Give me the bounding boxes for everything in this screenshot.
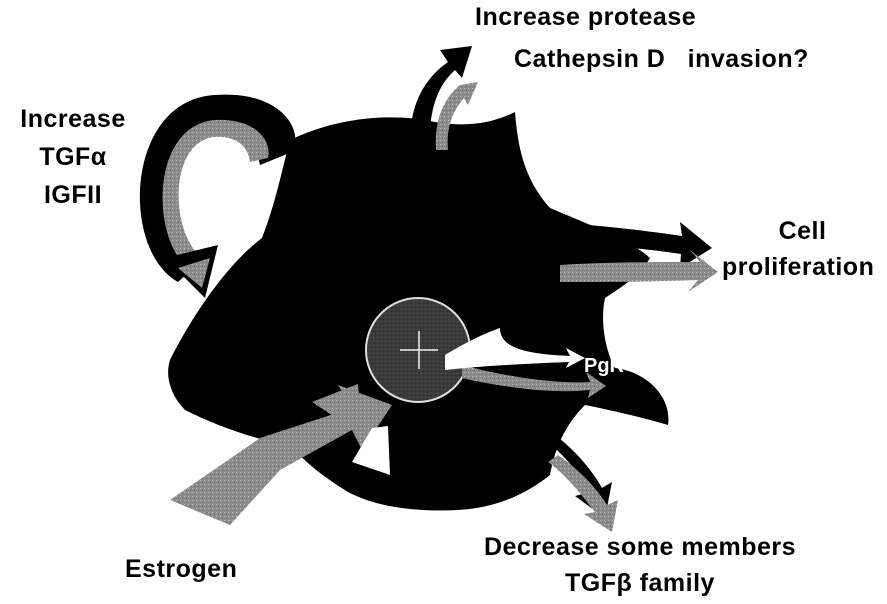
pgr-label: PgR [584,354,624,378]
tgfb-label-line2: TGFβ family [460,568,820,598]
proliferation-label-line1: Cell [740,216,865,246]
tgfb-label-line1: Decrease some members [460,532,820,562]
protease-label-line1: Increase protease [475,2,696,32]
protease-label-line2: Cathepsin D invasion? [514,44,809,74]
autocrine-label-line2: TGFα [8,142,138,172]
proliferation-label-line2: proliferation [722,252,874,282]
autocrine-label-line3: IGFII [8,180,138,210]
estrogen-label: Estrogen [125,554,237,584]
autocrine-label-line1: Increase [8,104,138,134]
